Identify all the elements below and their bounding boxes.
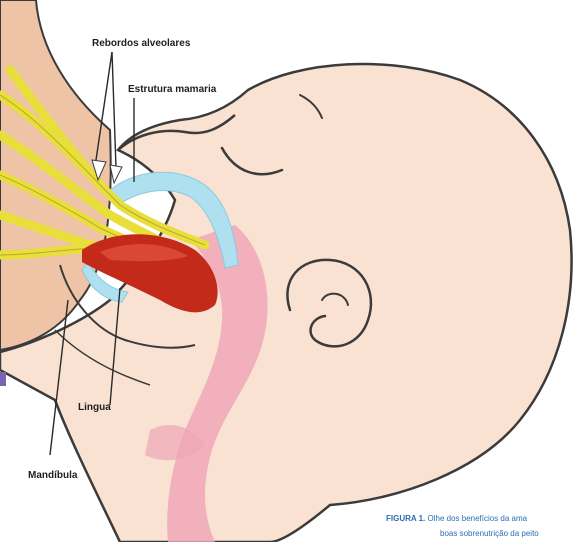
figure-caption: FIGURA 1. Olhe dos benefícios da ama bbox=[386, 514, 577, 523]
caption-line-1: Olhe dos benefícios da ama bbox=[428, 514, 528, 523]
caption-line-2: boas sobrenutrição da peito bbox=[440, 529, 539, 538]
label-alveolar-ridges: Rebordos alveolares bbox=[92, 38, 190, 49]
label-breast-tissue: Estrutura mamaria bbox=[128, 84, 216, 95]
edge-marker bbox=[0, 372, 6, 386]
label-mandible: Mandíbula bbox=[28, 470, 77, 481]
lower-ridge-tip bbox=[110, 165, 122, 183]
caption-figure-number: FIGURA 1. bbox=[386, 514, 425, 523]
label-tongue: Lingua bbox=[78, 402, 111, 413]
figure-caption-line-2: boas sobrenutrição da peito bbox=[440, 529, 577, 538]
